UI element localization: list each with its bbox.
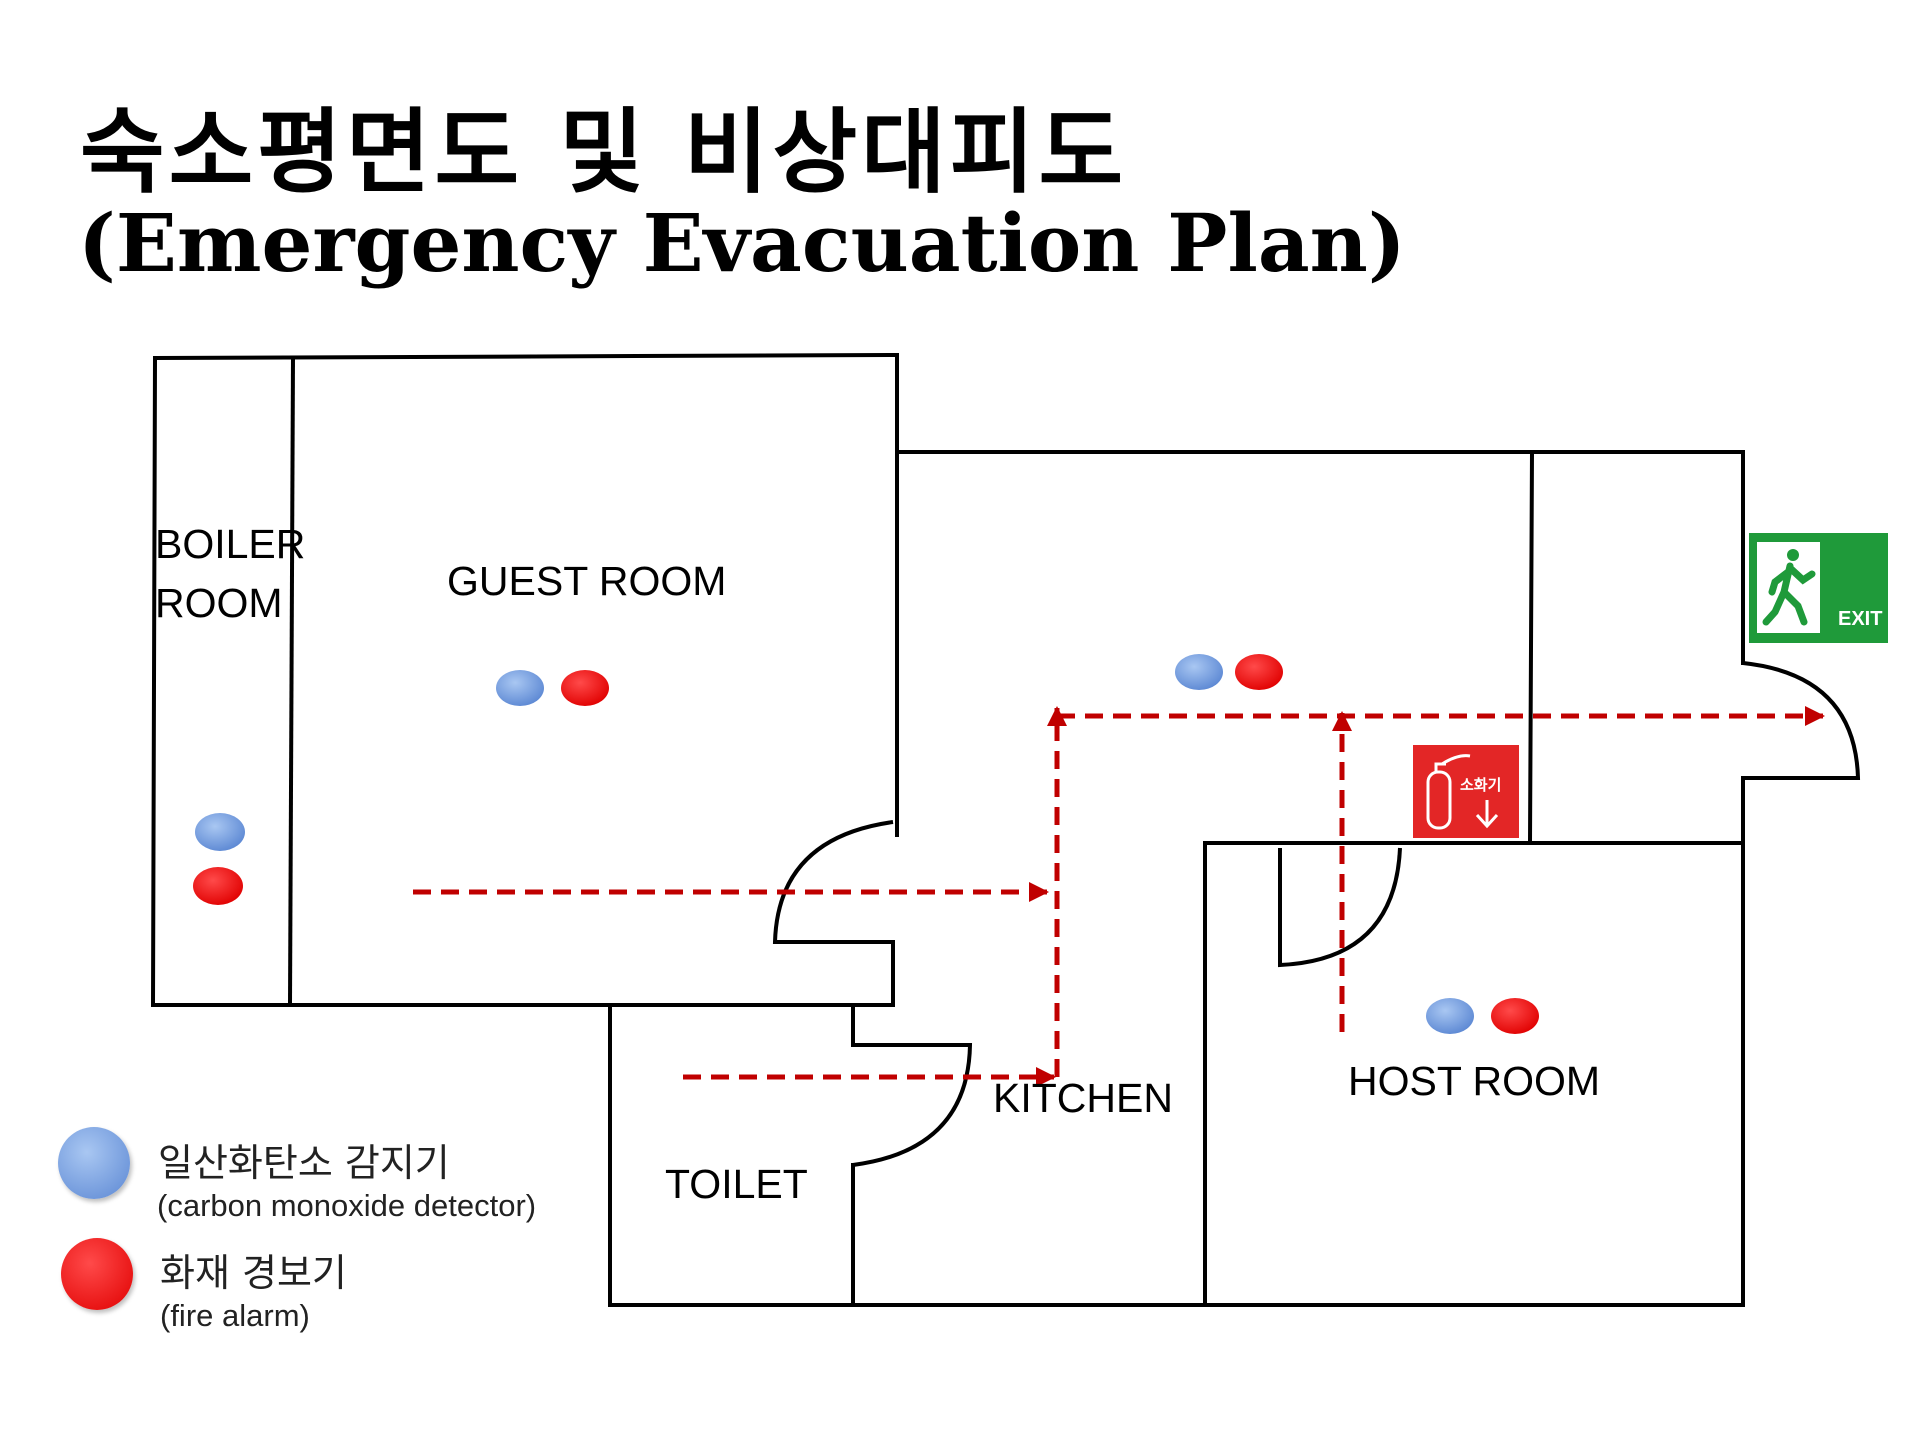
- room-label-boiler-line1: BOILER: [155, 521, 305, 567]
- title-korean: 숙소평면도 및 비상대피도: [80, 99, 1128, 206]
- co-detector-host: [1426, 998, 1474, 1034]
- boiler-room-wall: [287, 355, 296, 1007]
- co-detector-kitchen: [1175, 654, 1223, 690]
- legend-co-detector-dot: [58, 1127, 130, 1199]
- fire-alarm-guest: [561, 670, 609, 706]
- fire-alarm-host: [1491, 998, 1539, 1034]
- doors: [772, 661, 1861, 1167]
- legend-fire-alarm-ko: 화재 경보기: [160, 1251, 347, 1295]
- fire-alarm-boiler: [193, 867, 243, 905]
- legend-co-detector-en: (carbon monoxide detector): [157, 1188, 537, 1223]
- exit-label: EXIT: [1838, 608, 1882, 630]
- legend-co-detector-ko: 일산화탄소 감지기: [158, 1141, 450, 1185]
- room-label-guest: GUEST ROOM: [447, 558, 726, 604]
- running-man-icon: [1762, 549, 1816, 626]
- room-label-boiler-line2: ROOM: [155, 580, 283, 626]
- legend-fire-alarm-dot: [61, 1238, 133, 1310]
- guest-room-door: [772, 820, 894, 944]
- legend-fire-alarm-en: (fire alarm): [160, 1298, 310, 1333]
- detectors: [193, 654, 1539, 1034]
- kitchen-host-outline: [608, 450, 1745, 1307]
- evacuation-routes: [413, 706, 1825, 1087]
- walls: [150, 352, 1745, 1307]
- co-detector-guest: [496, 670, 544, 706]
- fire-extinguisher-label: 소화기: [1460, 776, 1501, 794]
- fire-alarm-kitchen: [1235, 654, 1283, 690]
- exit-sign: EXIT: [1749, 533, 1888, 643]
- toilet-door: [852, 1043, 973, 1167]
- room-label-kitchen: KITCHEN: [993, 1075, 1173, 1121]
- fire-extinguisher-icon: [1426, 754, 1471, 830]
- corridor-wall: [1527, 449, 1535, 846]
- exit-door: [1742, 661, 1861, 780]
- boiler-guest-outline: [150, 352, 899, 1007]
- fire-extinguisher-sign: 소화기: [1413, 745, 1519, 838]
- title-english: (Emergency Evacuation Plan): [78, 196, 1406, 290]
- host-room-door: [1278, 847, 1402, 968]
- arrow-down-icon: [1475, 800, 1499, 829]
- room-label-toilet: TOILET: [665, 1161, 808, 1207]
- co-detector-boiler: [195, 813, 245, 851]
- room-label-host: HOST ROOM: [1348, 1058, 1600, 1104]
